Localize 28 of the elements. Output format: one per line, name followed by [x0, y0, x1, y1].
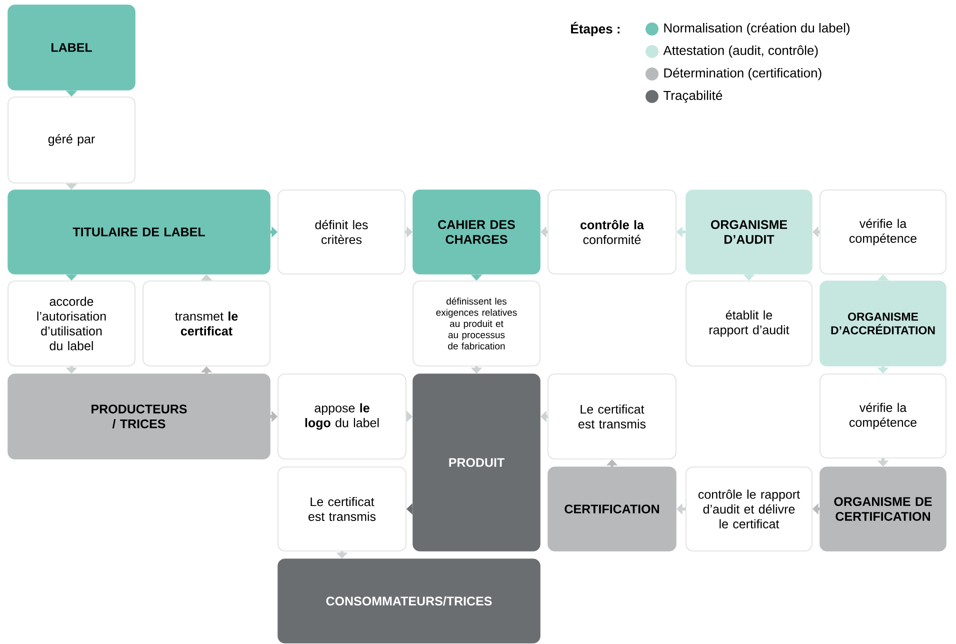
action-box: établit le rapport d’audit — [686, 280, 812, 366]
action-box: définissent les exigences relatives au produit et au processus de fabrication — [412, 280, 540, 366]
action-box: définit les critères — [278, 190, 406, 274]
legend-title: Étapes : — [571, 22, 620, 36]
traceability-box: CONSOMMATEURS/TRICES — [278, 558, 540, 644]
action-box: vérifie la compétence — [820, 190, 946, 274]
label-box: CAHIER DES CHARGES — [412, 190, 540, 274]
action-box: Le certificat est transmis — [548, 374, 676, 460]
action-box: contrôle le rapport d’audit et délivre le certificat — [686, 466, 812, 552]
attestation-box: ORGANISME D’AUDIT — [686, 190, 812, 274]
label-box: LABEL — [8, 4, 136, 90]
determination-box: CERTIFICATION — [548, 466, 676, 552]
legend-label: Détermination (certification) — [664, 68, 822, 80]
action-box: accorde l’autorisation d’utilisation du label — [8, 280, 136, 366]
legend-label: Traçabilité — [664, 90, 722, 103]
traceability-box: PRODUIT — [412, 374, 540, 552]
determination-box: ORGANISME DE CERTIFICATION — [820, 466, 946, 552]
action-box: géré par — [8, 96, 136, 184]
legend-label: Attestation (audit, contrôle) — [663, 45, 818, 58]
action-box: transmet le certificat — [142, 280, 270, 366]
attestation-box: ORGANISME D’ACCRÉDITATION — [820, 280, 946, 366]
action-box: appose le logo du label — [278, 374, 406, 460]
action-box: Le certificat est transmis — [278, 466, 406, 552]
legend-label: Normalisation (création du label) — [664, 22, 850, 36]
action-box: vérifie la compétence — [820, 374, 946, 458]
label-box: TITULAIRE DE LABEL — [8, 190, 270, 274]
determination-box: PRODUCTEURS / TRICES — [8, 374, 270, 460]
action-box: contrôle la conformité — [548, 190, 676, 274]
